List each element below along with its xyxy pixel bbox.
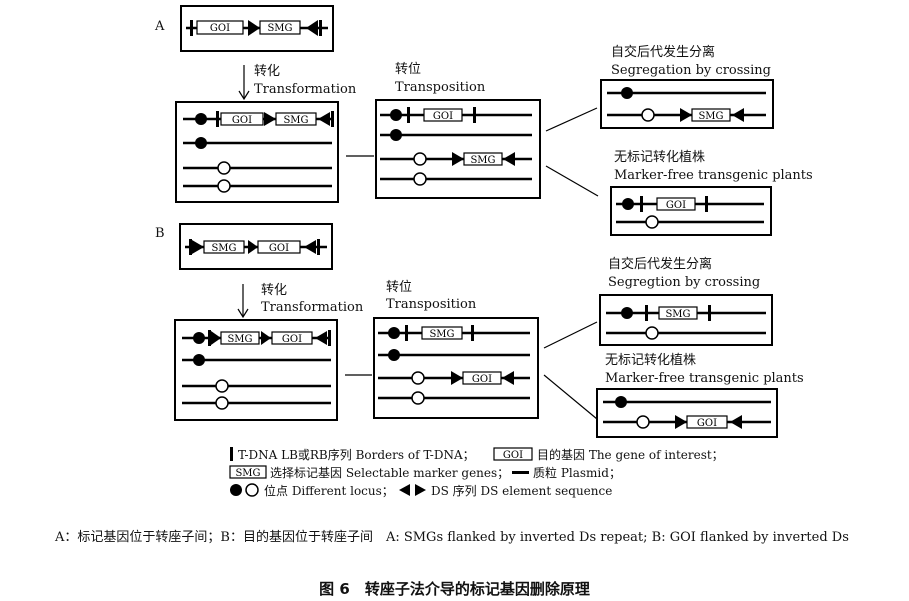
- panel-b-transposition-zh: 转位: [386, 280, 412, 295]
- gene-smg-label: SMG: [211, 243, 236, 254]
- gene-goi-label: GOI: [666, 200, 686, 211]
- panel-b-letter: B: [155, 226, 165, 241]
- panel-a-segregation-box: SMG: [600, 79, 774, 129]
- panel-b-transformation-zh: 转化: [261, 283, 287, 298]
- panel-a-markerfree-en: Marker-free transgenic plants: [614, 168, 813, 183]
- panel-b-markerfree-box: GOI: [596, 388, 778, 438]
- legend-locus-open-symbol: [245, 483, 259, 497]
- legend-smg-symbol: [229, 465, 267, 479]
- gene-smg-label: SMG: [698, 111, 723, 122]
- legend-plasmid-text: 质粒 Plasmid；: [533, 465, 621, 480]
- panel-b-transposed-box: SMG GOI: [373, 317, 539, 419]
- figure-caption: A：标记基因位于转座子间；B：目的基因位于转座子间 A: SMGs flanke…: [55, 530, 849, 545]
- legend-border-symbol: [230, 447, 233, 461]
- panel-a-connector-down: [545, 165, 599, 197]
- panel-a-connector-up: [545, 107, 598, 132]
- panel-b-connector-down: [543, 374, 598, 420]
- gene-goi-label: GOI: [269, 243, 289, 254]
- panel-a-transposition-en: Transposition: [395, 80, 486, 95]
- panel-a-letter: A: [154, 19, 165, 34]
- panel-b-segregation-box: SMG: [599, 294, 773, 346]
- panel-a-transformation-zh: 转化: [254, 64, 280, 79]
- legend-plasmid-symbol: [512, 471, 529, 474]
- panel-b-markerfree-zh: 无标记转化植株: [605, 353, 696, 368]
- gene-goi-label: GOI: [472, 374, 492, 385]
- panel-b-transformed-box: SMG GOI: [174, 319, 338, 421]
- ds-left-arrow: [306, 20, 318, 36]
- panel-a-transformed-box: GOI SMG: [175, 101, 339, 203]
- legend-border-text: T-DNA LB或RB序列 Borders of T-DNA；: [238, 447, 475, 462]
- legend-locus-filled-symbol: [230, 484, 242, 496]
- legend-ds-text: DS 序列 DS element sequence: [431, 483, 612, 498]
- gene-goi-label: GOI: [232, 115, 252, 126]
- legend-goi-text: 目的基因 The gene of interest；: [537, 447, 724, 462]
- panel-a-transposed-box: GOI SMG: [375, 99, 541, 199]
- panel-a-segregation-zh: 自交后代发生分离: [611, 44, 715, 60]
- legend-smg-box-label: SMG: [235, 468, 260, 479]
- legend-locus-text: 位点 Different locus；: [264, 483, 394, 498]
- figure-title: 图 6 转座子法介导的标记基因删除原理: [319, 580, 590, 598]
- gene-smg-label: SMG: [283, 115, 308, 126]
- legend-goi-box-label: GOI: [503, 450, 523, 461]
- gene-smg-label: SMG: [267, 23, 292, 34]
- ds-right-arrow: [248, 20, 260, 36]
- gene-smg-label: SMG: [429, 329, 454, 340]
- panel-a-segregation-en: Segregation by crossing: [611, 63, 771, 78]
- panel-b-connector-up: [543, 321, 598, 349]
- gene-goi-label: GOI: [282, 334, 302, 345]
- gene-goi-label: GOI: [697, 418, 717, 429]
- panel-b-transformation-arrow: [237, 284, 249, 319]
- panel-a-transposition-zh: 转位: [395, 62, 421, 77]
- gene-goi-label: GOI: [433, 111, 453, 122]
- gene-goi-label: GOI: [210, 23, 230, 34]
- panel-b-construct: SMG GOI: [179, 223, 333, 270]
- panel-a-transformation-en: Transformation: [254, 82, 357, 97]
- panel-b-transformation-en: Transformation: [261, 300, 364, 315]
- panel-b-transposition-en: Transposition: [386, 297, 477, 312]
- legend-ds-right-symbol: [415, 484, 426, 496]
- panel-b-segregation-zh: 自交后代发生分离: [608, 256, 712, 272]
- gene-smg-label: SMG: [227, 334, 252, 345]
- gene-smg-label: SMG: [470, 155, 495, 166]
- panel-b-markerfree-en: Marker-free transgenic plants: [605, 371, 804, 386]
- panel-b-segregation-en: Segregtion by crossing: [608, 275, 760, 290]
- panel-a-transformation-arrow: [238, 65, 250, 101]
- legend: T-DNA LB或RB序列 Borders of T-DNA； GOI 目的基因…: [229, 447, 724, 498]
- legend-ds-left-symbol: [399, 484, 410, 496]
- diagram: A GOI SMG 转化 Transformation GOI SMG: [154, 5, 813, 498]
- legend-goi-symbol: [493, 447, 533, 461]
- panel-a-markerfree-zh: 无标记转化植株: [614, 150, 705, 165]
- legend-smg-text: 选择标记基因 Selectable marker genes；: [270, 466, 509, 480]
- panel-a-markerfree-box: GOI: [610, 186, 772, 236]
- panel-a-construct: GOI SMG: [180, 5, 334, 52]
- gene-smg-label: SMG: [665, 309, 690, 320]
